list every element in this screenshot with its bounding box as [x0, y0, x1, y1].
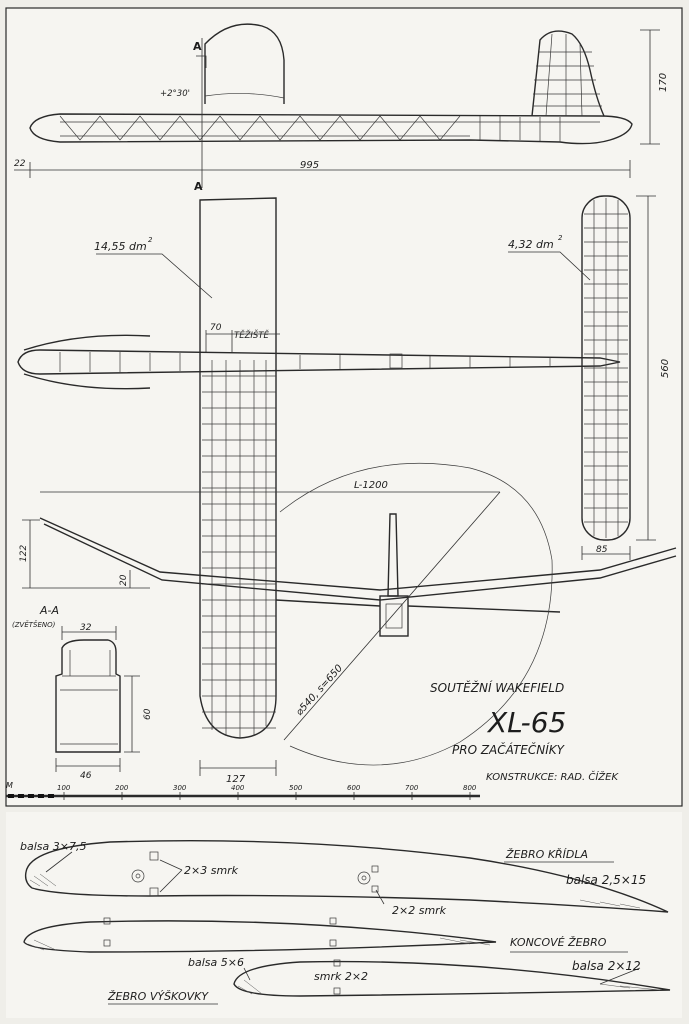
wing-rib: [24, 840, 669, 913]
scale-tick-label: 500: [289, 784, 303, 792]
wing-ribs: [202, 375, 276, 729]
wing-spars: [211, 360, 267, 738]
stab-chord-dim: [581, 546, 631, 560]
scale-unit: M: [6, 781, 13, 790]
fuselage-top: [17, 349, 621, 375]
stab-rib: [233, 960, 671, 997]
balsa-te-label: balsa 2,5×15: [566, 873, 646, 887]
fuselage-truss: [59, 115, 461, 141]
section-width-label: 32: [80, 623, 92, 633]
section-scale: (ZVĚTŠENO): [12, 620, 56, 629]
section-mark-bottom: A: [194, 180, 203, 193]
rib-leaders: [45, 851, 641, 985]
tip-rib: [23, 920, 497, 953]
model-subtitle: PRO ZAČÁTEČNÍKY: [452, 742, 566, 757]
dihedral-inner-label: 20: [119, 574, 129, 586]
stab-rib-label: ŽEBRO VÝŠKOVKY: [107, 990, 209, 1003]
height-dim: [640, 29, 660, 145]
wing-pylon: [204, 23, 285, 104]
cg-label: TĚŽIŠTĚ: [234, 329, 269, 341]
category-title: SOUTĚŽNÍ WAKEFIELD: [430, 680, 564, 695]
scale-tick-label: 200: [115, 784, 129, 792]
scale-tick-label: 300: [173, 784, 187, 792]
stab-spar-label: smrk 2×2: [314, 970, 368, 983]
longerons: [60, 121, 600, 137]
cg-dim: [205, 330, 280, 352]
stab-span-dim: [636, 195, 656, 541]
stab-area-label: 4,32 dm: [508, 238, 554, 251]
tail-boom-verticals: [479, 116, 561, 142]
side-view: [14, 23, 660, 188]
cg-offset-label: 70: [210, 323, 222, 333]
scale-tick-label: 700: [405, 784, 419, 792]
rubber-peg: [389, 353, 403, 369]
section-width-dim: [61, 626, 117, 640]
propeller-blades: [23, 334, 151, 390]
scale-tick-label: 800: [463, 784, 477, 792]
tail-height-label: 170: [658, 73, 669, 92]
stab-area-leader: [508, 251, 591, 281]
stabilizer-planform: [581, 195, 631, 541]
span-label: L-1200: [354, 480, 388, 491]
section-height-label: 60: [143, 708, 153, 720]
wing-area-exponent: 2: [148, 236, 153, 244]
propeller-arc: [279, 462, 553, 766]
balsa-stab-le-label: balsa 5×6: [188, 956, 244, 969]
stab-front: [275, 599, 561, 613]
plan-border: [5, 7, 683, 807]
section-height-dim: [124, 675, 140, 753]
balsa-stab-te-label: balsa 2×12: [572, 959, 641, 973]
section-bottom-dim: [55, 758, 121, 772]
scale-tick-label: 100: [57, 784, 71, 792]
wing-area-leader: [96, 253, 213, 299]
section-mark-top: A: [193, 40, 202, 53]
front-view: [22, 462, 677, 766]
fuselage-side: [29, 113, 633, 145]
balsa-le-label: balsa 3×7,5: [20, 840, 86, 853]
wing-rib-label: ŽEBRO KŘÍDLA: [505, 848, 588, 861]
stab-area-exponent: 2: [558, 234, 563, 242]
designer-credit: KONSTRUKCE: RAD. ČÍŽEK: [486, 770, 619, 783]
wing-chord-dim: [199, 760, 277, 776]
wing-area-label: 14,55 dm: [94, 240, 147, 253]
top-view: [17, 195, 656, 776]
model-name: XL-65: [486, 706, 566, 739]
scale-tick-label: 400: [231, 784, 245, 792]
tip-rib-label: KONCOVÉ ŽEBRO: [510, 936, 607, 949]
wing-rib-hatching: [29, 873, 641, 909]
stab-chord-label: 85: [596, 545, 608, 555]
main-spar-label: 2×3 smrk: [184, 864, 239, 877]
section-outline: [55, 639, 121, 753]
fuselage-stations: [59, 352, 551, 372]
dihedral-dim: [22, 519, 150, 589]
fuselage-section: [55, 626, 140, 772]
fin: [531, 30, 605, 117]
wing-chord-label: 127: [226, 774, 246, 785]
dihedral-height-label: 122: [19, 545, 29, 562]
fuselage-front: [379, 595, 409, 637]
fin-grid: [533, 33, 602, 117]
scale-tick-label: 600: [347, 784, 361, 792]
spar-top: [149, 851, 159, 861]
span-and-prop-dim: [40, 491, 501, 741]
stab-span-label: 560: [660, 359, 671, 378]
length-dim: [14, 160, 631, 178]
section-title: A-A: [39, 604, 59, 617]
length-label: 995: [300, 160, 319, 171]
incidence-label: +2°30': [160, 89, 190, 99]
rear-spar-label: 2×2 smrk: [392, 904, 447, 917]
scale-bar: [5, 792, 480, 800]
section-bottom-label: 46: [80, 771, 92, 781]
nose-offset-label: 22: [14, 159, 26, 169]
stab-spars: [593, 198, 619, 538]
section-line-AA: [196, 38, 207, 188]
spar-bottom: [149, 887, 159, 897]
rib-drawings: [23, 840, 671, 1005]
